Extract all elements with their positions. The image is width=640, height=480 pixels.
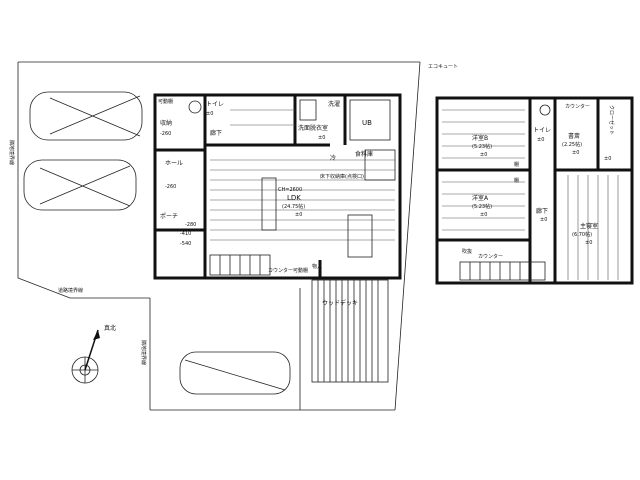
ldk-area: (24.75帖) [282, 203, 305, 210]
bedroom-b-area: (5.23帖) [472, 143, 492, 150]
hall-label: ホール [165, 160, 183, 167]
bedroom-b-label: 洋室B [472, 134, 488, 142]
kitchen-island [347, 214, 373, 258]
toilet-fixture-2 [539, 104, 551, 116]
corridor-2f-label: 廊下 [536, 207, 548, 215]
hall-level: -260 [165, 184, 176, 190]
closet-label: クローゼット [608, 105, 615, 135]
master-bedroom-floor [567, 175, 619, 280]
study-label: 書斎 [568, 132, 580, 140]
shelf-label-1: 棚 [514, 161, 519, 168]
second-floor-walls [435, 96, 634, 285]
movable-shelf-label-1: 可動棚 [158, 98, 173, 105]
fridge-label: 冷 [330, 154, 336, 162]
bedroom-a-area: (5.23帖) [472, 203, 492, 210]
north-label: 真北 [104, 324, 116, 332]
car-mid-left [23, 159, 137, 211]
study-level: ±0 [572, 150, 579, 156]
bedroom-b-floor [442, 109, 525, 159]
toilet-fixture-1 [188, 100, 202, 114]
car-bottom [179, 351, 291, 395]
pantry-label: 食料庫 [355, 150, 373, 158]
closet-level: ±0 [604, 156, 611, 162]
ldk-label: LDK [287, 194, 301, 202]
level-280: -280 [185, 222, 196, 228]
corridor-2f-level: ±0 [540, 217, 547, 223]
master-bedroom-area: (6.70帖) [572, 231, 592, 238]
corridor-label: 廊下 [210, 129, 222, 137]
master-bedroom-label: 主寝室 [580, 222, 598, 230]
bedroom-a-level: ±0 [480, 212, 487, 218]
toilet-1-label: トイレ [206, 101, 224, 108]
washing-machine [299, 99, 317, 121]
ldk-ceiling-height: CH=2600 [278, 187, 302, 193]
ldk-floor [210, 109, 395, 241]
closet-storage-label: 物入 [312, 263, 322, 270]
stairs-2f [459, 261, 546, 281]
storage-level: -260 [160, 131, 171, 137]
master-bedroom-level: ±0 [585, 240, 592, 246]
unit-bath-label: UB [362, 119, 372, 127]
stairs-1f [209, 254, 271, 276]
wood-deck [311, 279, 389, 383]
shelf-label-2: 棚 [514, 177, 519, 184]
laundry-label: 洗濯 [328, 100, 340, 108]
porch-level: -540 [180, 241, 191, 247]
site-outline [17, 61, 421, 411]
ldk-level: ±0 [295, 212, 302, 218]
toilet-2-level: ±0 [537, 137, 544, 143]
eco-cute-label: エコキュート [428, 64, 458, 70]
bedroom-a-label: 洋室A [472, 194, 489, 202]
storage-label: 収納 [160, 119, 172, 127]
toilet-1-level: ±0 [206, 111, 213, 117]
road-boundary-label: 道路境界線 [58, 287, 83, 294]
porch-label: ポーチ [160, 212, 178, 220]
first-floor-walls [153, 93, 402, 280]
underfloor-storage-label: 床下収納庫(点検口) [320, 173, 364, 180]
car-top-left [29, 91, 143, 141]
adjacent-boundary-label-2: 隣地境界線 [140, 340, 147, 365]
kitchen-sink [364, 149, 396, 181]
toilet-2-label: トイレ [533, 127, 551, 134]
washroom-level: ±0 [318, 135, 325, 141]
washroom-label: 洗面脱衣室 [298, 124, 328, 132]
atrium-label: 吹抜 [462, 248, 472, 255]
bedroom-b-level: ±0 [480, 152, 487, 158]
north-arrow-icon [71, 329, 100, 384]
adjacent-boundary-label-1: 隣地境界線 [8, 140, 15, 165]
bedroom-a-floor [442, 181, 525, 231]
movable-shelf-label-2: 可動棚 [293, 267, 308, 274]
counter-1-label: カウンター [268, 267, 293, 274]
level-410: -410 [180, 231, 191, 237]
counter-2-label: カウンター [565, 103, 590, 110]
counter-3-label: カウンター [478, 253, 503, 260]
study-area: (2.25帖) [562, 141, 582, 148]
wood-deck-label: ウッドデッキ [322, 299, 358, 307]
dining-table [261, 177, 277, 231]
unit-bath [349, 99, 391, 141]
